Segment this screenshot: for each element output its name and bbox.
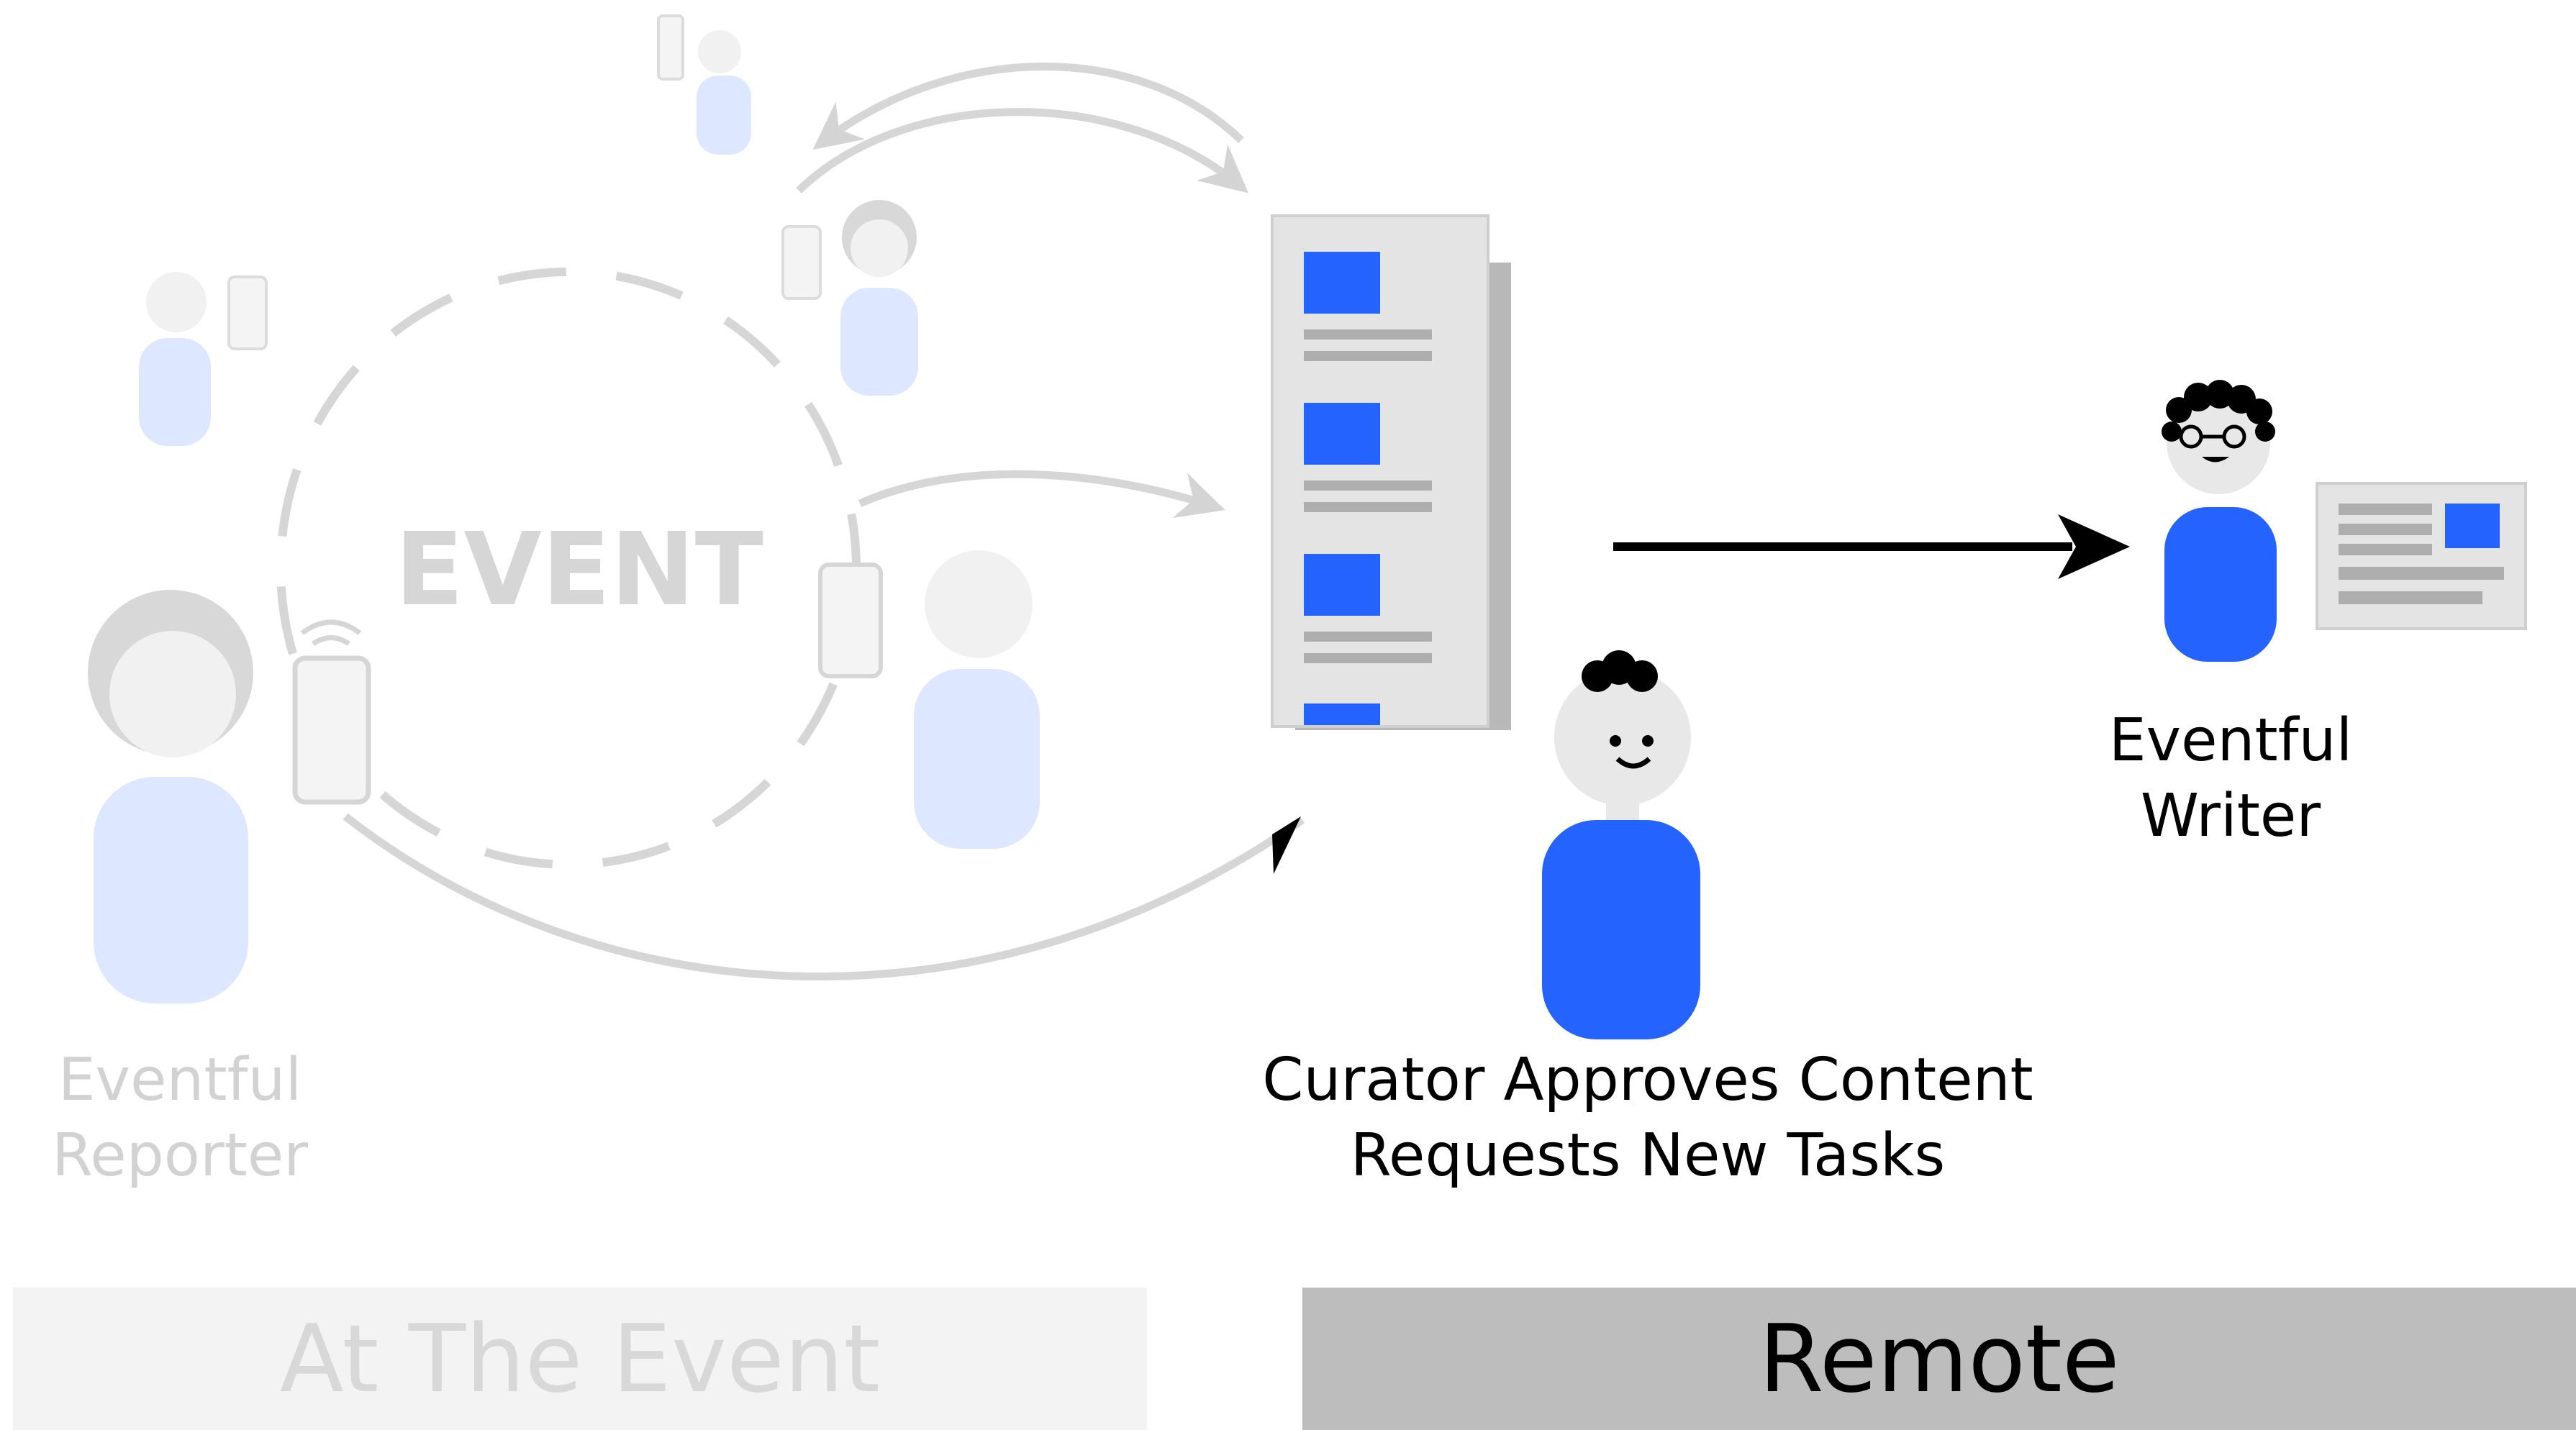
event-region: EVENT	[88, 14, 1305, 1003]
reporter-label: Eventful Reporter	[14, 1043, 345, 1194]
arrow-to-writer	[1613, 514, 2130, 579]
person-right-medium	[818, 550, 1040, 849]
reporter-figure	[88, 590, 371, 1003]
reporter-label-line1: Eventful	[58, 1046, 302, 1114]
at-the-event-bar: At The Event	[13, 1288, 1147, 1430]
arrow-top-outgoing	[812, 63, 1244, 150]
arrow-bottom	[343, 813, 1305, 981]
content-document	[1271, 214, 1511, 730]
at-the-event-label: At The Event	[279, 1304, 881, 1413]
writer-figure	[2162, 380, 2277, 662]
arrow-middle	[858, 470, 1225, 519]
article-card	[2316, 482, 2527, 630]
reporter-label-line2: Reporter	[52, 1121, 308, 1190]
curator-label-line1: Curator Approves Content	[1262, 1046, 2033, 1114]
remote-bar: Remote	[1302, 1288, 2576, 1430]
writer-label-line1: Eventful	[2108, 706, 2353, 775]
arrow-bottom-head	[1272, 816, 1301, 874]
person-top-small	[657, 14, 751, 155]
arrow-top-incoming	[796, 108, 1249, 193]
writer-label-line2: Writer	[2140, 781, 2321, 850]
person-bob-small	[781, 200, 918, 396]
curator-label: Curator Approves Content Requests New Ta…	[1223, 1043, 2072, 1194]
curator-figure	[1542, 650, 1700, 1039]
event-title: EVENT	[395, 511, 763, 629]
remote-label: Remote	[1759, 1304, 2120, 1413]
curator-label-line2: Requests New Tasks	[1350, 1121, 1946, 1190]
writer-label: Eventful Writer	[2058, 703, 2403, 855]
person-left-small	[139, 272, 268, 446]
